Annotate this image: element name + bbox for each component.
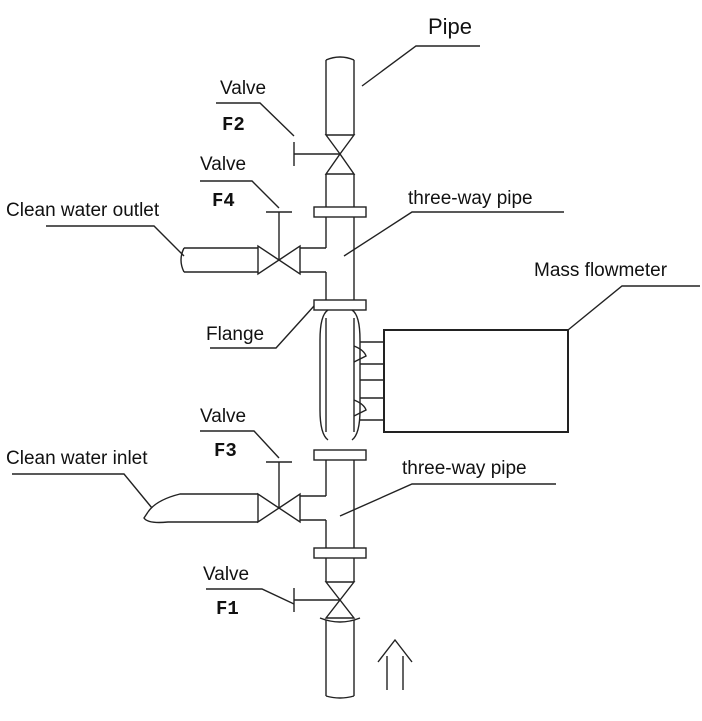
leader-clean-water-inlet bbox=[12, 473, 153, 509]
leader-flange bbox=[210, 305, 315, 349]
leader-clean-water-outlet bbox=[46, 225, 185, 257]
label-clean-water-outlet: Clean water outlet bbox=[6, 200, 160, 221]
flow-direction-arrow-icon bbox=[377, 638, 413, 690]
leader-valve-f4 bbox=[200, 180, 280, 209]
leader-three-way-lower bbox=[339, 483, 556, 517]
flange-lower-2 bbox=[313, 547, 367, 559]
upper-three-way-pipe bbox=[300, 174, 355, 302]
flange-upper-2 bbox=[313, 299, 367, 311]
label-clean-water-inlet: Clean water inlet bbox=[6, 448, 148, 469]
inlet-pipe bbox=[143, 493, 258, 524]
label-three-way-upper: three-way pipe bbox=[408, 188, 533, 209]
label-f3-code: F3 bbox=[214, 440, 237, 462]
label-three-way-lower: three-way pipe bbox=[402, 458, 527, 479]
main-pipe-top bbox=[325, 56, 355, 135]
flange-lower-1 bbox=[313, 449, 367, 461]
valve-f3-symbol bbox=[257, 461, 301, 524]
main-pipe-lower bbox=[325, 558, 355, 582]
leader-valve-f2 bbox=[216, 102, 295, 137]
valve-f1-symbol bbox=[293, 581, 356, 619]
label-mass-flowmeter: Mass flowmeter bbox=[534, 260, 668, 281]
leader-valve-f3 bbox=[200, 430, 280, 459]
leader-three-way-upper bbox=[343, 211, 564, 257]
label-f4-code: F4 bbox=[212, 190, 235, 212]
label-valve-f4: Valve bbox=[200, 154, 246, 175]
flowmeter-tube bbox=[319, 309, 384, 441]
label-f2-code: F2 bbox=[222, 114, 245, 136]
main-pipe-bottom bbox=[319, 617, 361, 699]
mass-flowmeter-box bbox=[383, 329, 569, 433]
label-valve-f2: Valve bbox=[220, 78, 266, 99]
leader-mass-flowmeter bbox=[567, 285, 700, 331]
valve-f2-symbol bbox=[293, 134, 356, 175]
label-valve-f1: Valve bbox=[203, 564, 249, 585]
label-f1-code: F1 bbox=[216, 598, 239, 620]
lower-three-way-pipe bbox=[300, 460, 355, 548]
valve-f4-symbol bbox=[257, 211, 301, 276]
label-flange: Flange bbox=[206, 324, 264, 345]
leader-valve-f1 bbox=[206, 588, 295, 605]
leader-pipe bbox=[361, 45, 480, 87]
label-valve-f3: Valve bbox=[200, 406, 246, 427]
flange-upper-1 bbox=[313, 206, 367, 218]
label-pipe: Pipe bbox=[428, 14, 472, 39]
outlet-pipe bbox=[180, 247, 258, 273]
